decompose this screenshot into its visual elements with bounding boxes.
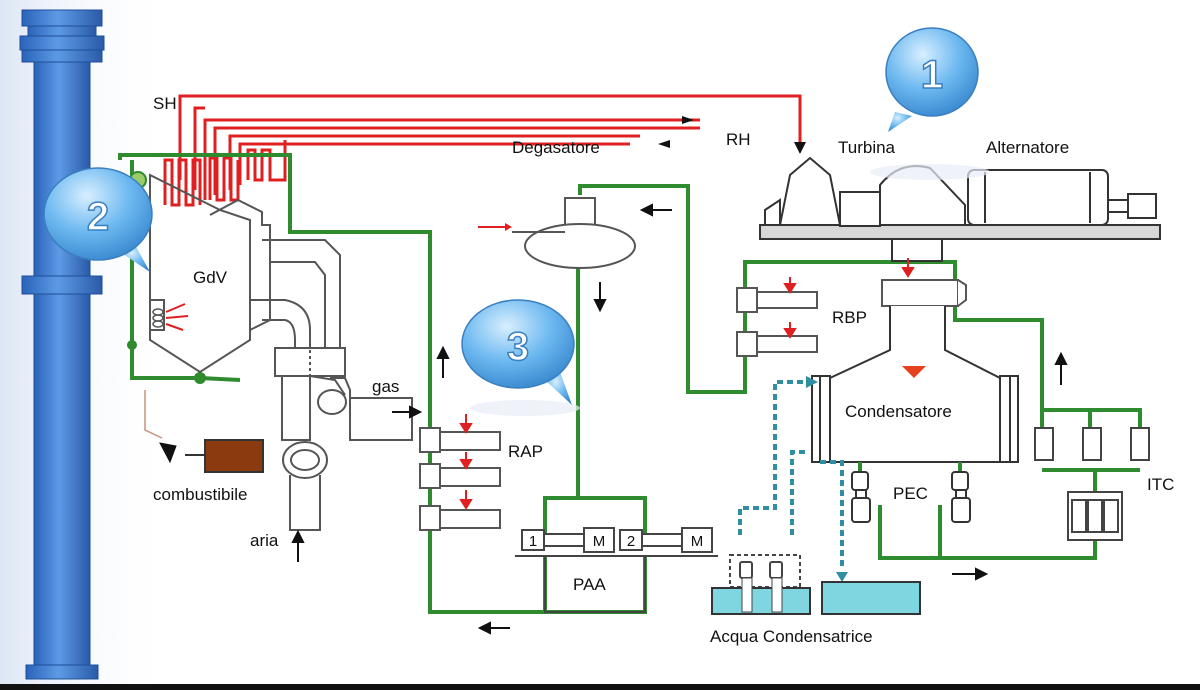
label-rap: RAP [508, 442, 543, 461]
cooling-outlet-arrow [836, 572, 848, 582]
bubble-1-number: 1 [921, 53, 943, 97]
label-gas: gas [372, 377, 399, 396]
feed-pumps-paa [515, 527, 718, 613]
deaerator [512, 197, 636, 269]
burner-coils [152, 308, 164, 328]
condenser [811, 306, 1019, 463]
label-pec: PEC [893, 484, 928, 503]
cooling-inlet-arrow [806, 376, 818, 388]
label-turbina: Turbina [838, 138, 896, 157]
label-paa: PAA [573, 575, 606, 594]
cooling-water-basins [711, 577, 921, 615]
extraction-pumps-pec [851, 462, 971, 523]
cooling-water-lines [738, 380, 844, 570]
bottom-border [0, 684, 1200, 690]
boiler-node [194, 372, 206, 384]
label-aria: aria [250, 531, 279, 550]
turbine-inlet-arrow [794, 142, 806, 154]
bubble-2-number: 2 [87, 195, 109, 239]
label-rh: RH [726, 130, 751, 149]
label-gdv: GdV [193, 268, 228, 287]
pump-2-number: 2 [627, 533, 635, 550]
flow-arrows [291, 203, 1068, 635]
label-combustibile: combustibile [153, 485, 248, 504]
turbine [759, 156, 1161, 262]
bubble-3-number: 3 [507, 325, 529, 369]
itc-heaters [1034, 427, 1150, 541]
bubble-2: 2 [43, 167, 153, 272]
chimney [19, 9, 105, 680]
bubble-3: 3 [461, 299, 580, 416]
label-itc: ITC [1147, 475, 1174, 494]
lp-heaters-rbp [736, 279, 967, 357]
label-alternatore: Alternatore [986, 138, 1069, 157]
label-condensatore: Condensatore [845, 402, 952, 421]
flue-gas-ducts [250, 239, 413, 531]
label-acqua-condensatrice: Acqua Condensatrice [710, 627, 873, 646]
burners [165, 303, 189, 331]
label-sh: SH [153, 94, 177, 113]
fuel-tank [204, 439, 264, 473]
steam-lines [163, 94, 802, 207]
hp-heaters-rap [419, 427, 501, 531]
fuel-line [144, 390, 163, 439]
steam-bleed-arrow [505, 223, 512, 231]
rh-arrow-right [682, 116, 694, 124]
fuel-valve [159, 442, 177, 464]
label-degasatore: Degasatore [512, 138, 600, 157]
rbp-steam-arrows [783, 258, 915, 339]
pump-1-number: 1 [529, 533, 537, 550]
motor-2-label: M [691, 533, 704, 550]
label-rbp: RBP [832, 308, 867, 327]
rh-arrow-left [658, 140, 670, 148]
cooling-pumps [729, 554, 801, 588]
boiler-node [127, 340, 137, 350]
condenser-steam-arrow [902, 366, 926, 378]
rap-steam-arrows [459, 414, 473, 510]
bubble-1: 1 [870, 27, 990, 180]
motor-1-label: M [593, 533, 606, 550]
